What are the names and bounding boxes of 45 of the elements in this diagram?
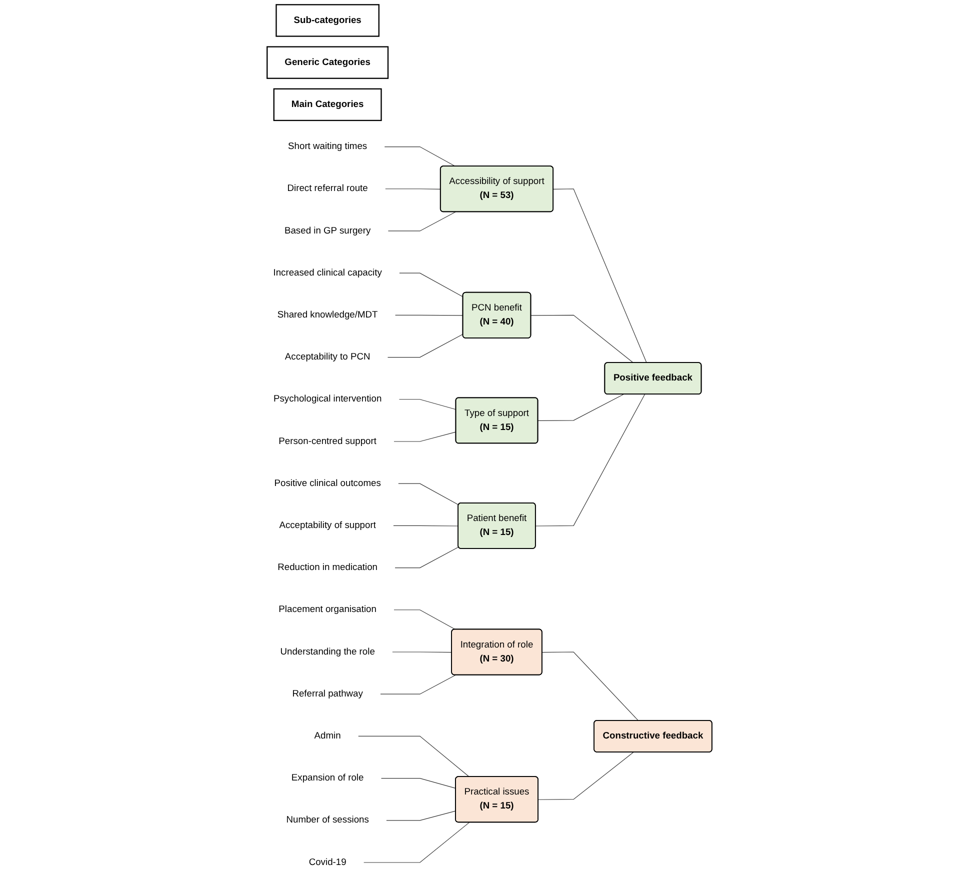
node-box: Generic Categories <box>266 46 389 79</box>
connector <box>530 314 634 364</box>
connector <box>398 483 460 506</box>
node-text: Psychological intervention <box>274 394 382 404</box>
node-text: Short waiting times <box>288 142 368 152</box>
node-text: Referral pathway <box>292 688 364 699</box>
connector <box>542 652 639 721</box>
connector <box>538 752 634 800</box>
connector <box>394 610 456 630</box>
connector <box>553 188 648 364</box>
node-text: Admin <box>314 730 342 741</box>
node-text: Direct referral route <box>287 184 368 194</box>
node-box: Main Categories <box>274 88 382 122</box>
connector <box>395 314 464 316</box>
connector <box>388 334 464 358</box>
node-text: Understanding the role <box>280 646 376 657</box>
connector <box>394 432 456 442</box>
node-text: Shared knowledge/MDT <box>278 310 378 320</box>
connector <box>399 399 456 410</box>
node-text: Positive clinical outcomes <box>274 478 382 488</box>
connector <box>386 810 456 821</box>
connector <box>358 736 470 778</box>
connector <box>384 146 456 167</box>
node-text: Number of sessions <box>286 815 370 826</box>
connector <box>392 652 452 653</box>
node-box: Sub-categories <box>276 4 380 37</box>
node-text: Based in GP surgery <box>284 226 371 236</box>
node-text: Acceptability to PCN <box>285 352 370 362</box>
connector <box>399 272 464 298</box>
node-text: Increased clinical capacity <box>273 268 382 278</box>
node-text: Covid-19 <box>309 857 346 868</box>
node-text: Expansion of role <box>292 773 364 783</box>
connector <box>394 546 460 568</box>
node-text: Acceptability of support <box>279 520 376 530</box>
node-text: Person-centred support <box>278 436 377 446</box>
connector <box>536 394 646 526</box>
connector <box>381 778 456 789</box>
connector <box>385 188 442 190</box>
node-text: Placement organisation <box>278 604 377 615</box>
node-text: Reduction in medication <box>278 562 378 572</box>
connector <box>388 212 456 232</box>
connector <box>380 674 456 694</box>
connector <box>538 394 624 422</box>
connector <box>364 822 470 863</box>
connector <box>393 525 459 526</box>
